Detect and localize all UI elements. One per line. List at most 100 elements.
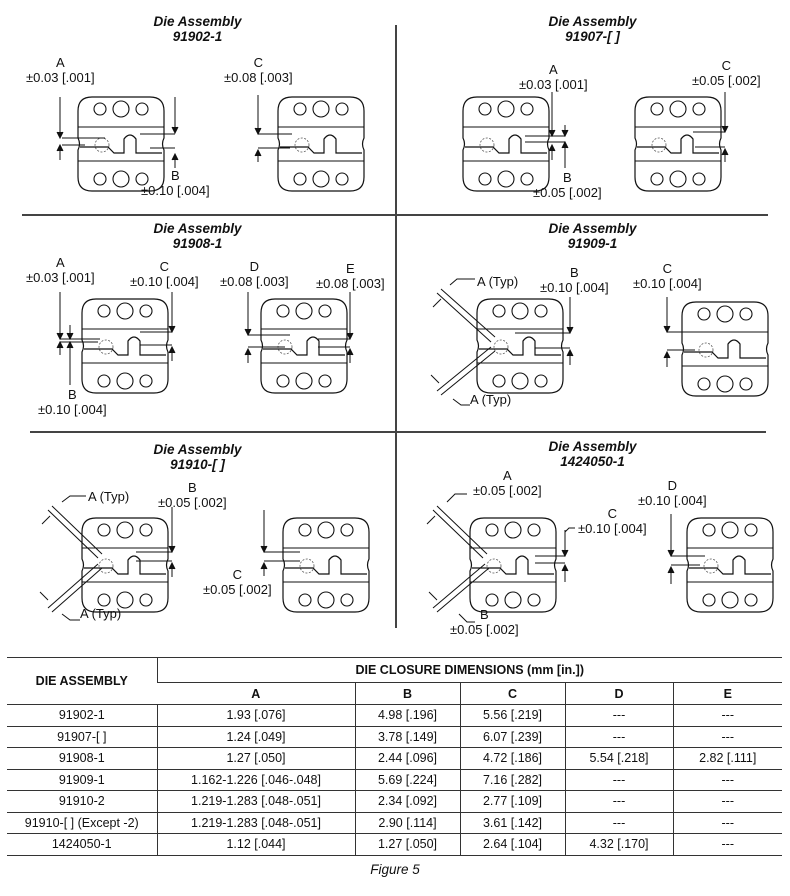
cell-die-assembly: 91907-[ ] xyxy=(7,725,157,748)
dim-letter: B xyxy=(479,607,489,622)
dim-letter: A xyxy=(548,62,558,77)
die-outline xyxy=(476,298,564,394)
dim-tolerance: ±0.10 [.004] xyxy=(578,521,647,536)
dim-label-a: A ±0.03 [.001] xyxy=(26,55,95,85)
table-column-header-b: B xyxy=(354,682,460,705)
cell-dimension-b: 2.90 [.114] xyxy=(354,811,460,834)
mounting-hole xyxy=(335,102,349,116)
cell-dimension-d: --- xyxy=(564,790,673,812)
cell-dimension-c: 6.07 [.239] xyxy=(459,725,565,748)
dim-label-c: C ±0.08 [.003] xyxy=(224,55,293,85)
part-number: 91908-1 xyxy=(172,236,223,251)
die-outline xyxy=(260,298,348,394)
dim-tolerance: ±0.10 [.004] xyxy=(38,402,107,417)
cell-dimension-d: 5.54 [.218] xyxy=(564,747,673,769)
dim-label-e: E ±0.08 [.003] xyxy=(316,261,385,291)
dim-tolerance: ±0.05 [.002] xyxy=(158,495,227,510)
die-drawings xyxy=(462,92,729,192)
cell-dimension-b: 2.34 [.092] xyxy=(354,790,460,812)
mounting-hole xyxy=(340,523,354,537)
mounting-hole xyxy=(317,521,335,539)
cell-dimension-e: --- xyxy=(672,811,782,834)
cell-dimension-d: --- xyxy=(564,704,673,726)
panel-91902-1: Die Assembly 91902-1 A ±0.03 [.001] B ±0… xyxy=(0,0,395,215)
die-left xyxy=(476,298,564,394)
mounting-hole xyxy=(135,102,149,116)
crimp-cavity xyxy=(94,137,110,153)
crimp-cavity xyxy=(98,558,114,574)
cell-dimension-a: 1.219-1.283 [.048-.051] xyxy=(156,790,355,812)
mounting-hole xyxy=(112,170,130,188)
mounting-hole xyxy=(116,302,134,320)
figure-caption: Figure 5 xyxy=(370,862,420,877)
dim-tolerance: ±0.10 [.004] xyxy=(141,183,210,198)
cell-dimension-c: 4.72 [.186] xyxy=(459,747,565,769)
mounting-hole xyxy=(116,521,134,539)
crimp-cavity xyxy=(703,558,719,574)
cell-dimension-e: --- xyxy=(672,790,782,812)
dim-label-a-typ-bottom: A (Typ) xyxy=(80,606,121,621)
mounting-hole xyxy=(669,170,687,188)
table-header-group: DIE CLOSURE DIMENSIONS (mm [in.]) xyxy=(156,657,782,683)
panel-title: Die Assembly 91902-1 xyxy=(0,14,395,44)
dim-letter: A xyxy=(55,255,65,270)
mounting-hole xyxy=(93,172,107,186)
mounting-hole xyxy=(139,593,153,607)
table-header-die-assembly: DIE ASSEMBLY xyxy=(7,657,157,705)
dimension-arrows xyxy=(525,92,729,168)
die-left xyxy=(469,517,557,613)
dim-label-c: C ±0.10 [.004] xyxy=(633,261,702,291)
dimension-arrows xyxy=(39,495,300,621)
cell-dimension-e: --- xyxy=(672,704,782,726)
mounting-hole xyxy=(504,591,522,609)
dim-letter: B xyxy=(569,265,579,280)
mounting-hole xyxy=(716,375,734,393)
die-outline xyxy=(81,517,169,613)
title-text: Die Assembly xyxy=(548,14,637,29)
dim-letter: A (Typ) xyxy=(80,606,122,621)
dim-label-c: C ±0.10 [.004] xyxy=(578,506,647,536)
mounting-hole xyxy=(492,374,506,388)
mounting-hole xyxy=(669,100,687,118)
die-left xyxy=(77,96,165,192)
mounting-hole xyxy=(744,523,758,537)
cell-dimension-b: 3.78 [.149] xyxy=(354,725,460,748)
crimp-profile xyxy=(280,134,362,154)
die-drawings xyxy=(56,95,365,192)
mounting-hole xyxy=(276,304,290,318)
cell-dimension-d: 4.32 [.170] xyxy=(564,833,673,856)
cell-dimension-a: 1.12 [.044] xyxy=(156,833,355,856)
dim-tolerance: ±0.10 [.004] xyxy=(638,493,707,508)
cell-dimension-c: 5.56 [.219] xyxy=(459,704,565,726)
die-outline xyxy=(81,298,169,394)
dim-label-a-typ-top: A (Typ) xyxy=(477,274,518,289)
dim-letter: B xyxy=(170,168,180,183)
die-right xyxy=(686,517,774,613)
part-number: 91907-[ ] xyxy=(565,29,620,44)
panel-title: Die Assembly 91908-1 xyxy=(0,221,395,251)
crimp-profile xyxy=(84,555,166,575)
dim-letter: C xyxy=(253,55,263,70)
mounting-hole xyxy=(520,172,534,186)
cell-dimension-e: --- xyxy=(672,833,782,856)
die-outline xyxy=(469,517,557,613)
mounting-hole xyxy=(139,523,153,537)
dim-letter: C xyxy=(159,259,169,274)
mounting-hole xyxy=(744,593,758,607)
die-drawings xyxy=(430,278,769,406)
dim-letter: D xyxy=(667,478,677,493)
panel-91910: Die Assembly 91910-[ ] A (Typ) A (Typ) B… xyxy=(0,432,395,647)
die-closure-table: DIE ASSEMBLY DIE CLOSURE DIMENSIONS (mm … xyxy=(7,657,782,856)
mounting-hole xyxy=(139,374,153,388)
dim-tolerance: ±0.03 [.001] xyxy=(26,270,95,285)
crimp-profile xyxy=(465,134,547,154)
crimp-profile xyxy=(80,134,162,154)
panel-91908-1: Die Assembly 91908-1 A ±0.03 [.001] B ±0… xyxy=(0,215,395,430)
mounting-hole xyxy=(317,591,335,609)
mounting-hole xyxy=(298,593,312,607)
title-text: Die Assembly xyxy=(153,221,242,236)
mounting-hole xyxy=(497,170,515,188)
panel-1424050-1: Die Assembly 1424050-1 A ±0.05 [.002] B … xyxy=(395,432,790,647)
dim-letter: A (Typ) xyxy=(470,392,512,407)
